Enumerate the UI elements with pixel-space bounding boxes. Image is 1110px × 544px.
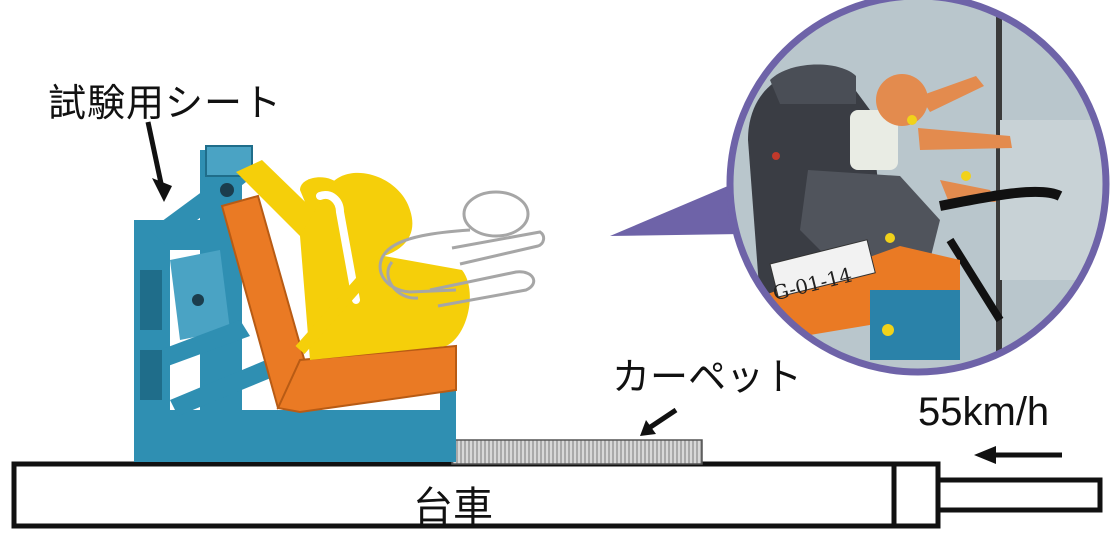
carpet-label-arrow [640,407,678,436]
carpet [451,439,703,465]
seat-label-arrow [145,121,172,202]
dummy-outline [378,190,546,308]
carpet-strip [451,439,703,465]
sled [11,461,1103,529]
sled-label: 台車 [413,484,493,530]
speed-label: 55km/h [918,390,1050,434]
child-seat-illustration [236,160,470,360]
test-seat-label: 試験用シート [48,81,283,125]
inset-callout-pointer [610,180,742,236]
inset-photo [730,0,1106,372]
sled-rod [935,477,1103,513]
sled-end-block [891,461,941,529]
carpet-label: カーペット [612,355,803,399]
speed-direction-arrow [974,446,1062,464]
sled-body [11,461,897,529]
inset-photo-border [726,0,1110,376]
test-bench-seat [220,194,457,414]
